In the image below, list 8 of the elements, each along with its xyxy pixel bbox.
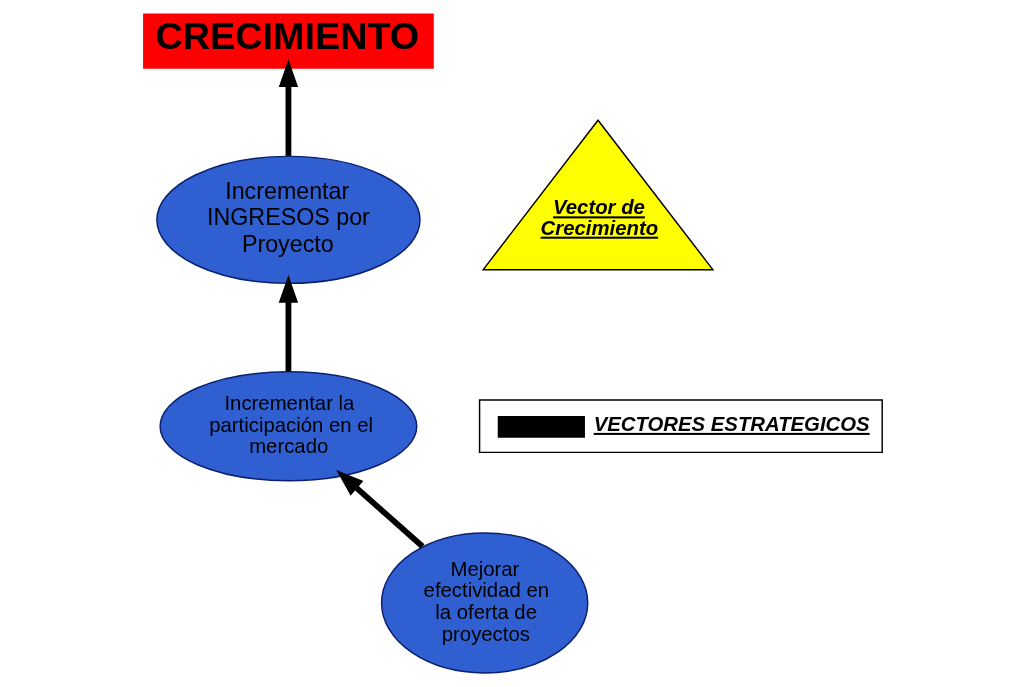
legend-label: VECTORES ESTRATEGICOS [593,412,870,435]
arrow [336,470,425,549]
node-ellipse: Mejorar efectividad en la oferta de proyectos [380,532,589,674]
arrow [278,275,299,372]
node-box: CRECIMIENTO [143,13,434,69]
arrow [278,59,299,156]
node-ellipse: Incrementar la participación en el mercado [159,371,418,482]
node-ellipse: Incrementar INGRESOS por Proyecto [156,155,421,285]
